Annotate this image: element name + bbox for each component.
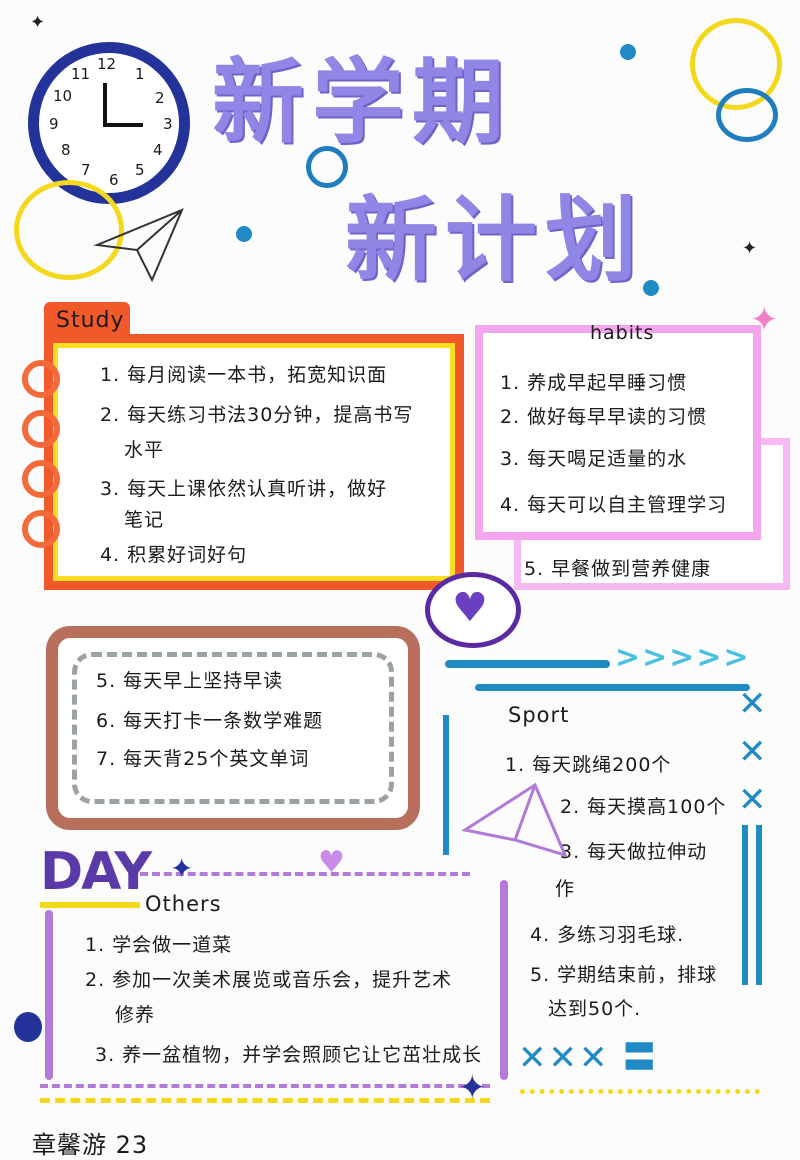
paper-plane-icon: [461, 782, 568, 858]
study-item: 4. 积累好词好句: [100, 544, 248, 566]
habits-item: 4. 每天可以自主管理学习: [500, 494, 728, 516]
clock-number: 11: [71, 65, 91, 83]
cross-decoration: ✕✕✕ 〓: [518, 1038, 659, 1078]
study-item: 3. 每天上课依然认真听讲，做好: [100, 478, 388, 500]
habits-item: 2. 做好每早早读的习惯: [500, 406, 708, 428]
heart-icon: ♥: [318, 845, 345, 880]
sport-item: 达到50个.: [548, 998, 642, 1020]
clock-hour-hand: [103, 83, 107, 125]
purple-wave-left: [45, 910, 53, 1080]
sparkle-icon: ✦: [458, 1068, 487, 1108]
daily-item: 5. 每天早上坚持早读: [96, 670, 284, 692]
title-line-2: 新计划: [345, 187, 646, 294]
others-item: 3. 养一盆植物，并学会照顾它让它茁壮成长: [95, 1044, 483, 1066]
chevrons-decoration: >>>>>: [615, 640, 751, 675]
sport-top-line: [445, 660, 610, 668]
sport-left-line: [443, 715, 449, 855]
clock-number: 2: [155, 89, 165, 107]
habits-item: 5. 早餐做到营养健康: [524, 558, 712, 580]
blue-dot-decoration: [620, 44, 636, 60]
purple-wave-right: [500, 880, 508, 1080]
others-item: 修养: [115, 1004, 156, 1026]
yellow-circle-decoration: [14, 180, 124, 280]
sport-item: 4. 多练习羽毛球.: [530, 924, 685, 946]
sparkle-icon: ✦: [30, 12, 46, 33]
clock-number: 5: [135, 161, 145, 179]
clock-number: 8: [61, 141, 71, 159]
clock-icon: 12 1 2 3 4 5 6 7 8 9 10 11: [28, 42, 190, 204]
sport-top-line: [475, 684, 750, 691]
sport-item: 5. 学期结束前，排球: [530, 964, 718, 986]
sport-item: 作: [555, 878, 576, 900]
daily-item: 6. 每天打卡一条数学难题: [96, 710, 324, 732]
clock-number: 4: [153, 141, 163, 159]
clock-number: 12: [97, 55, 117, 73]
study-item: 笔记: [124, 509, 165, 531]
blue-dot-decoration: [643, 280, 659, 296]
sparkle-icon: ✦: [170, 852, 194, 885]
sport-heading: Sport: [508, 703, 570, 727]
clock-number: 1: [135, 65, 145, 83]
others-item: 1. 学会做一道菜: [85, 934, 233, 956]
clock-number: 9: [49, 115, 59, 133]
clock-number: 10: [53, 87, 73, 105]
purple-dashed-line: [140, 872, 470, 876]
yellow-dashed-line: [40, 1098, 490, 1103]
sport-item: 1. 每天跳绳200个: [505, 754, 672, 776]
clock-number: 7: [81, 161, 91, 179]
study-item: 水平: [124, 439, 165, 461]
blue-circle-decoration: [306, 146, 348, 188]
sport-item: 2. 每天摸高100个: [560, 796, 727, 818]
yellow-wave: [520, 1088, 760, 1094]
purple-dashed-line: [40, 1084, 490, 1088]
clock-number: 6: [109, 171, 119, 189]
signature: 章馨游 23: [32, 1131, 149, 1159]
sport-right-line: [742, 825, 748, 985]
cross-decoration: ✕✕✕: [738, 684, 767, 820]
study-box: [44, 334, 464, 590]
blue-dot-decoration: [236, 226, 252, 242]
daily-box: [46, 626, 420, 830]
sport-right-line: [756, 825, 762, 985]
title-line-1: 新学期: [212, 49, 513, 156]
navy-dot-decoration: [14, 1012, 42, 1042]
clock-number: 3: [163, 115, 173, 133]
study-item: 2. 每天练习书法30分钟，提高书写: [100, 404, 414, 426]
clock-minute-hand: [103, 123, 143, 127]
habits-heading: habits: [590, 322, 655, 344]
speech-bubble: [425, 572, 521, 648]
habits-item: 3. 每天喝足适量的水: [500, 448, 688, 470]
paper-plane-icon: [93, 208, 184, 283]
yellow-underline: [40, 902, 140, 908]
study-item: 1. 每月阅读一本书，拓宽知识面: [100, 364, 388, 386]
blue-circle-decoration: [716, 88, 778, 142]
sparkle-icon: ✦: [750, 300, 779, 340]
others-heading: Others: [145, 892, 222, 916]
habits-box: [475, 325, 761, 540]
others-item: 2. 参加一次美术展览或音乐会，提升艺术: [85, 969, 453, 991]
daily-item: 7. 每天背25个英文单词: [96, 748, 310, 770]
spiral-rings: [22, 360, 62, 560]
study-tab: [44, 302, 130, 342]
study-heading: Study: [56, 308, 125, 333]
sparkle-icon: ✦: [742, 238, 758, 259]
heart-icon: ♥: [452, 585, 488, 631]
day-badge: DAY: [40, 842, 152, 902]
habits-item: 1. 养成早起早睡习惯: [500, 372, 688, 394]
sport-item: 3. 每天做拉伸动: [560, 841, 708, 863]
